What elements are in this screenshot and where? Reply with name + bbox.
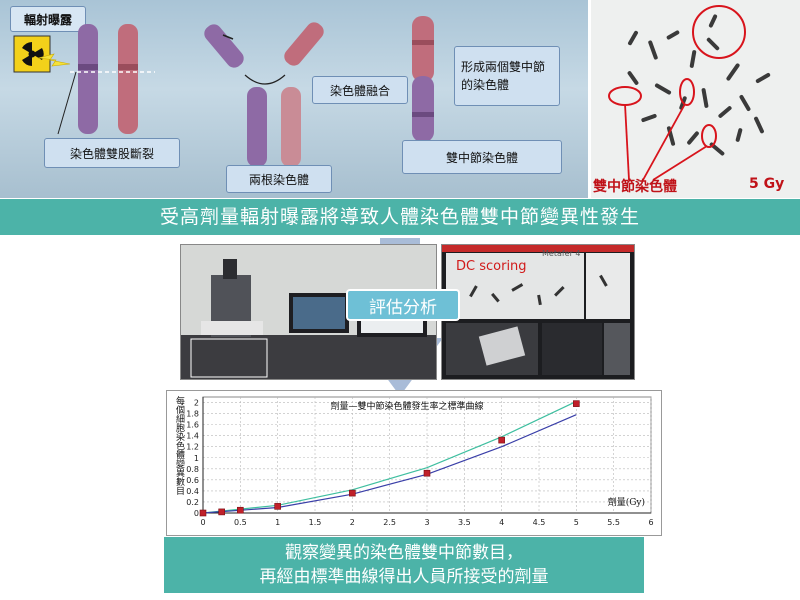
x-tick-label: 4 xyxy=(499,518,504,527)
dose-response-chart: 0 0.5 1 1.5 2 2.5 3 3.5 4 4.5 5 5.5 6 0 0.2 0.4 0.6 0.8 1 1… xyxy=(166,390,662,536)
lightning-icon xyxy=(38,53,71,67)
dc-scoring-label: DC scoring xyxy=(456,259,527,274)
x-tick-label: 5.5 xyxy=(607,518,620,527)
x-tick-label: 2.5 xyxy=(383,518,396,527)
chromosome-illustration-panel: 輻射曝露 染色體雙股斷裂 兩根染色體 染色體融合 形 xyxy=(0,0,588,198)
metaphase-micrograph: 雙中節染色體 5 Gy xyxy=(589,0,800,198)
x-tick-label: 2 xyxy=(350,518,355,527)
x-tick-label: 3 xyxy=(424,518,429,527)
fit-curve-line xyxy=(202,400,577,514)
y-tick-label: 0 xyxy=(194,509,199,518)
y-tick-label: 1.2 xyxy=(186,443,199,452)
x-tick-label: 0.5 xyxy=(234,518,247,527)
chart-plot: 0 0.5 1 1.5 2 2.5 3 3.5 4 4.5 5 5.5 6 0 0.2 0.4 0.6 0.8 1 1… xyxy=(186,396,654,527)
data-point-marker xyxy=(498,436,505,444)
summary-banner-bottom: 觀察變異的染色體雙中節數目， 再經由標準曲線得出人員所接受的劑量 xyxy=(164,537,644,593)
micrograph-caption: 雙中節染色體 xyxy=(593,179,677,195)
y-tick-label: 1.6 xyxy=(186,421,199,430)
y-tick-label: 1.8 xyxy=(186,410,199,419)
data-point-marker xyxy=(573,400,580,407)
data-point-marker xyxy=(274,503,281,510)
chart-title: 劑量—雙中節染色體發生率之標準曲線 xyxy=(330,400,483,412)
x-tick-label: 1 xyxy=(275,518,280,527)
y-tick-label: 1.4 xyxy=(186,432,199,441)
y-tick-label: 0.6 xyxy=(186,476,199,485)
dc-scoring-screenshot-image xyxy=(442,245,634,379)
pointer-line xyxy=(57,71,77,135)
data-point-marker xyxy=(237,506,244,514)
x-tick-label: 1.5 xyxy=(309,518,322,527)
chart-x-axis-label: 劑量(Gy) xyxy=(608,496,645,508)
highlight-circle xyxy=(679,78,695,106)
data-point-marker xyxy=(423,469,431,477)
y-tick-label: 0.8 xyxy=(186,465,199,474)
label-chromosome-fusion: 染色體融合 xyxy=(312,76,408,104)
software-screenshot: DC scoring Metafer 4 xyxy=(441,244,635,380)
x-tick-label: 4.5 xyxy=(533,518,546,527)
metaphase-chromosomes-image xyxy=(591,0,800,198)
assessment-badge: 評估分析 xyxy=(346,289,460,321)
data-point-marker xyxy=(218,508,225,516)
label-two-chromosomes: 兩根染色體 xyxy=(226,165,332,193)
chromosome-pair-icon xyxy=(70,24,155,134)
radiation-icon xyxy=(13,35,51,73)
x-tick-label: 5 xyxy=(574,518,579,527)
y-tick-label: 0.4 xyxy=(186,487,199,496)
label-dicentric-chromosome: 雙中節染色體 xyxy=(402,140,562,174)
x-tick-label: 3.5 xyxy=(458,518,471,527)
exposure-title: 輻射曝露 xyxy=(10,6,86,32)
y-tick-label: 0.2 xyxy=(186,498,199,507)
label-double-strand-break: 染色體雙股斷裂 xyxy=(44,138,180,168)
y-tick-label: 2 xyxy=(194,399,199,408)
x-tick-label: 0 xyxy=(200,518,205,527)
y-tick-label: 1 xyxy=(194,454,199,463)
fused-chromosome-icon xyxy=(412,16,434,142)
software-app-name: Metafer 4 xyxy=(542,249,581,258)
chart-y-axis-label: 每個細胞染色體變異數目 xyxy=(174,396,184,495)
dose-label: 5 Gy xyxy=(749,176,785,192)
broken-chromosomes-icon xyxy=(204,22,324,167)
banner-bottom-line-2: 再經由標準曲線得出人員所接受的劑量 xyxy=(259,567,549,587)
label-form-dicentric: 形成兩個雙中節的染色體 xyxy=(454,46,560,106)
summary-banner-top: 受高劑量輻射曝露將導致人體染色體雙中節變異性發生 xyxy=(0,199,800,235)
fit-curve-line xyxy=(202,414,577,514)
data-point-marker xyxy=(199,509,207,517)
data-point-marker xyxy=(349,489,356,497)
highlight-circle xyxy=(692,5,746,59)
highlight-circle xyxy=(701,124,717,148)
x-tick-label: 6 xyxy=(648,518,653,527)
banner-bottom-line-1: 觀察變異的染色體雙中節數目， xyxy=(285,543,523,563)
